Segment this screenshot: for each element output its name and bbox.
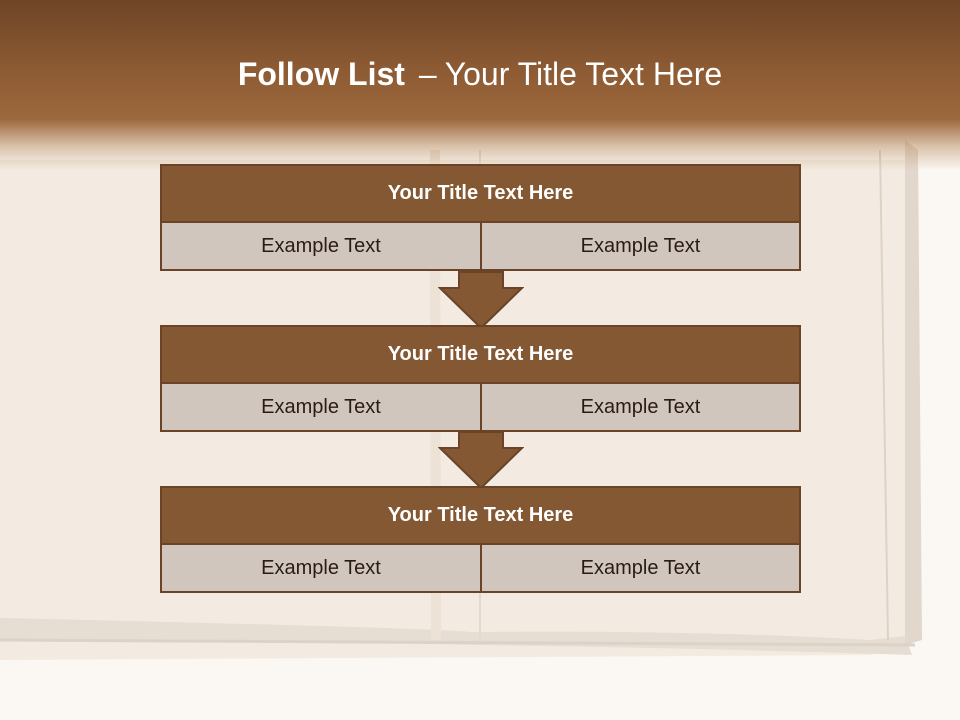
slide-title: Follow List–Your Title Text Here [0, 56, 960, 93]
block-title: Your Title Text Here [162, 488, 799, 543]
title-rest: Your Title Text Here [444, 56, 723, 92]
block-cell-right: Example Text [482, 223, 799, 269]
block-title: Your Title Text Here [162, 166, 799, 221]
down-arrow-icon [438, 431, 524, 489]
block-cell-left: Example Text [162, 384, 480, 430]
title-separator: – [418, 56, 437, 92]
block-cell-right: Example Text [482, 384, 799, 430]
block-cell-left: Example Text [162, 545, 480, 591]
block-cell-left: Example Text [162, 223, 480, 269]
down-arrow-icon [438, 271, 524, 329]
title-banner [0, 0, 960, 170]
list-block-2: Your Title Text Here Example Text Exampl… [160, 325, 801, 432]
list-block-1: Your Title Text Here Example Text Exampl… [160, 164, 801, 271]
title-bold: Follow List [237, 56, 405, 92]
list-block-3: Your Title Text Here Example Text Exampl… [160, 486, 801, 593]
block-cell-right: Example Text [482, 545, 799, 591]
block-title: Your Title Text Here [162, 327, 799, 382]
